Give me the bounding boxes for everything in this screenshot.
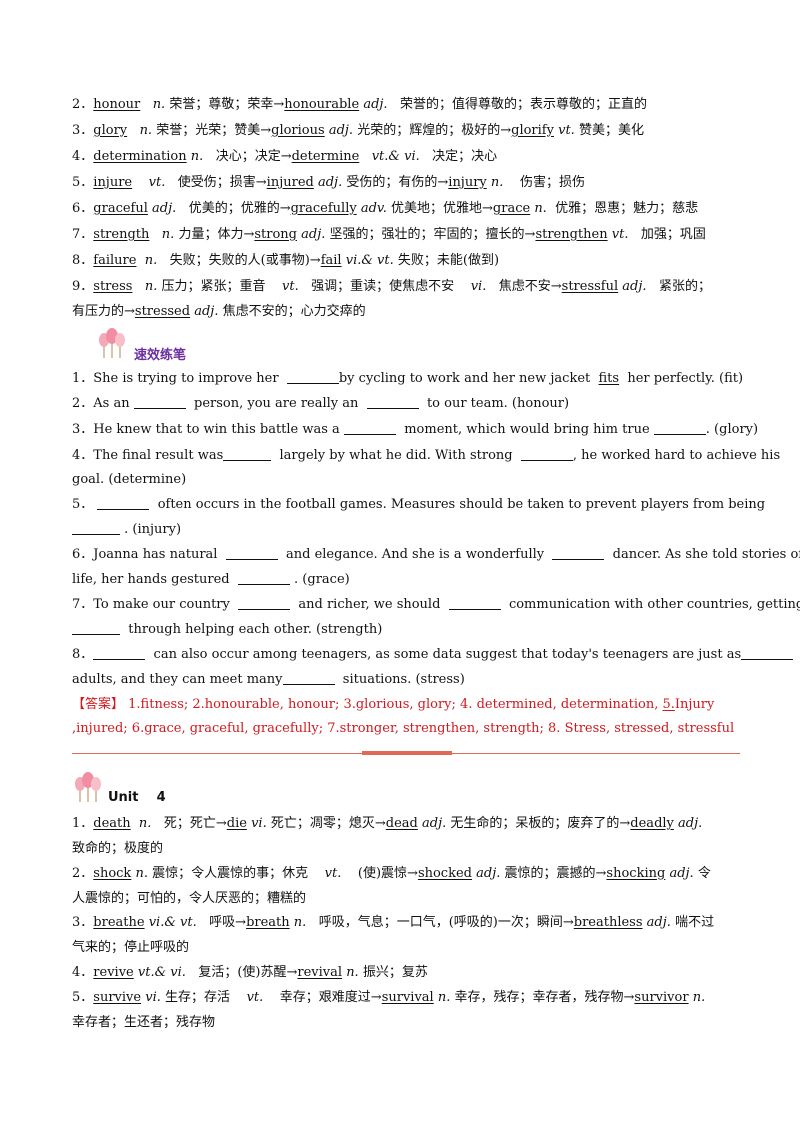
vocab-item-breathe: 3．breathe vi.& vt. 呼吸→breath n. 呼吸，气息；一口… (72, 915, 715, 930)
exercise-6: 6．Joanna has natural and elegance. And s… (72, 546, 800, 562)
answer-blank[interactable] (286, 370, 339, 384)
answer-blank[interactable] (72, 621, 120, 635)
vocab-item-stress-cont: 有压力的→stressed adj. 焦虑不安的；心力交瘁的 (72, 304, 366, 319)
answer-blank[interactable] (237, 571, 290, 585)
answer-blank[interactable] (133, 395, 186, 409)
vocab-item-revive: 4．revive vt.& vi. 复活；(使)苏醒→revival n. 振兴… (72, 965, 428, 980)
answer-blank[interactable] (366, 395, 419, 409)
answer-blank[interactable] (225, 546, 278, 560)
exercise-4-cont: goal. (determine) (72, 472, 187, 487)
unit-title: Unit 4 (108, 790, 166, 805)
exercise-6-cont: life, her hands gestured . (grace) (72, 571, 350, 587)
vocab-item-strength: 7．strength n. 力量；体力→strong adj. 坚强的；强壮的；… (72, 227, 706, 242)
answer-blank[interactable] (520, 447, 573, 461)
answer-label: 【答案】 (72, 697, 125, 712)
exercise-2: 2．As an person, you are really an to our… (72, 395, 570, 411)
section-divider-accent (362, 751, 452, 755)
vocab-item-shock: 2．shock n. 震惊；令人震惊的事；休克 vt. (使)震惊→shocke… (72, 866, 711, 881)
answer-line-1: 【答案】 1.fitness; 2.honourable, honour; 3.… (72, 697, 715, 712)
exercise-8-cont: adults, and they can meet many situation… (72, 671, 465, 687)
exercise-8: 8． can also occur among teenagers, as so… (72, 646, 794, 664)
exercise-5-cont: . (injury) (72, 521, 732, 539)
vocab-item-honour: 2．honour n. 荣誉；尊敬；荣幸→honourable adj. 荣誉的… (72, 97, 647, 112)
vocab-item-glory: 3．glory n. 荣誉；光荣；赞美→glorious adj. 光荣的；辉煌… (72, 123, 644, 138)
answer-blank[interactable] (97, 496, 150, 510)
tree-icon (99, 328, 125, 358)
vocab-item-injure: 5．injure vt. 使受伤；损害→injured adj. 受伤的；有伤的… (72, 175, 585, 190)
vocab-item-survive-cont: 幸存者；生还者；残存物 (72, 1015, 216, 1030)
vocab-item-determination: 4．determination n. 决心；决定→determine vt.& … (72, 149, 498, 164)
exercise-7-cont: through helping each other. (strength) (72, 621, 732, 639)
vocab-item-graceful: 6．graceful adj. 优美的；优雅的→gracefully adv. … (72, 201, 699, 216)
vocab-item-death-cont: 致命的；极度的 (72, 841, 164, 856)
vocab-item-breathe-cont: 气来的；停止呼吸的 (72, 940, 190, 955)
exercise-4: 4．The final result was largely by what h… (72, 447, 781, 463)
exercise-7: 7．To make our country and richer, we sho… (72, 596, 800, 612)
exercise-5: 5． often occurs in the football games. M… (72, 496, 766, 512)
answer-blank[interactable] (72, 521, 120, 535)
tree-icon (75, 772, 101, 802)
answer-blank[interactable] (343, 421, 396, 435)
exercise-3: 3．He knew that to win this battle was a … (72, 421, 759, 437)
answer-blank[interactable] (448, 596, 501, 610)
answer-blank[interactable] (223, 447, 272, 461)
exercise-1: 1．She is trying to improve her by cyclin… (72, 370, 744, 386)
answer-line-2: ,injured; 6.grace, graceful, gracefully;… (72, 721, 735, 736)
vocab-item-shock-cont: 人震惊的；可怕的，令人厌恶的；糟糕的 (72, 891, 307, 906)
vocab-item-death: 1．death n. 死；死亡→die vi. 死亡；凋零；熄灭→dead ad… (72, 816, 703, 831)
answer-blank[interactable] (238, 596, 291, 610)
vocab-item-stress: 9．stress n. 压力；紧张；重音 vt. 强调；重读；使焦虑不安 vi.… (72, 279, 711, 294)
answer-blank[interactable] (93, 646, 146, 660)
answer-blank[interactable] (653, 421, 706, 435)
vocab-item-failure: 8．failure n. 失败；失败的人(或事物)→fail vi.& vt. … (72, 253, 500, 268)
practice-heading: 速效练笔 (134, 348, 187, 363)
vocab-item-survive: 5．survive vi. 生存；存活 vt. 幸存；艰难度过→survival… (72, 990, 706, 1005)
answer-blank[interactable] (282, 671, 335, 685)
answer-blank[interactable] (552, 546, 605, 560)
answer-blank[interactable] (741, 646, 794, 660)
